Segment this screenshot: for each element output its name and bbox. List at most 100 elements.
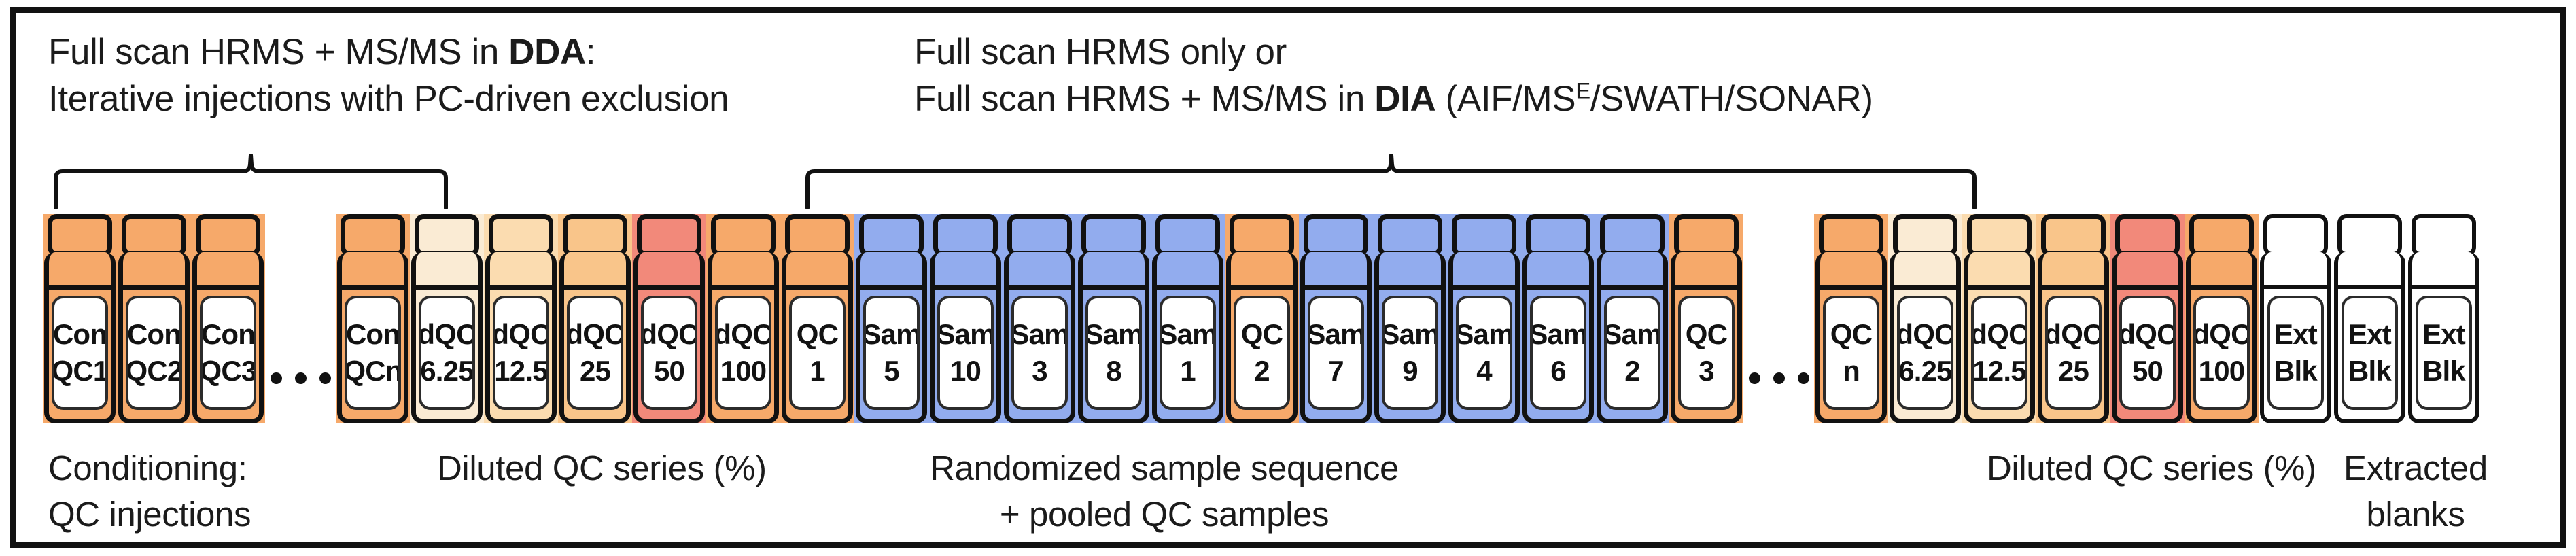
vial-label-line2: 50 [653,354,685,387]
caption-diluted-qc-left: Diluted QC series (%) [437,449,767,487]
vial-cap [933,214,998,256]
vial-label-line2: 25 [579,354,611,387]
vial-cap [489,214,553,256]
caption-extracted-blanks: Extracted blanks [2344,445,2488,538]
vial-cap [341,214,405,256]
vial-label-line1: Sam [1456,318,1512,351]
vial-label-line2: 100 [720,354,767,387]
vial-cap [1526,214,1590,256]
vial-label-line2: 6.25 [420,354,474,387]
vial-label-line1: dQC [2045,318,2102,351]
vial-cap [2412,214,2476,256]
caption-conditioning-line1: Conditioning: [48,449,247,487]
vial-label-line1: dQC [2119,318,2176,351]
caption-conditioning-line2: QC injections [48,494,251,534]
vial-label-line2: 12.5 [494,354,548,387]
vial-label-line2: Blk [2422,354,2466,387]
vial-label-line1: QC [1240,318,1283,351]
vial-cap [1452,214,1516,256]
vial-label-line1: Con [126,318,181,351]
vial-cap [48,214,112,256]
vial-cap [1378,214,1442,256]
sequence-ellipsis [265,214,336,423]
vial-label-line2: 7 [1328,354,1344,387]
vial-cap [1819,214,1883,256]
caption-dia-line2-post-b: /SWATH/SONAR) [1590,78,1873,119]
vial-label-line1: Sam [1382,318,1438,351]
vial-label-line1: dQC [1897,318,1953,351]
vial-label-line1: dQC [493,318,549,351]
vial-cap [1081,214,1146,256]
vial-label-line2: 1 [810,354,825,387]
vial-label-line1: Ext [2422,318,2466,351]
caption-randomized-line2: + pooled QC samples [999,494,1329,534]
vial-cap [415,214,479,256]
vial-label-line1: Ext [2348,318,2392,351]
sequence-ellipsis [1743,214,1814,423]
vial-cap [785,214,850,256]
caption-dia-line2: Full scan HRMS + MS/MS in DIA (AIF/MSE/S… [914,76,1873,123]
vial-cap [563,214,627,256]
caption-randomized-sequence: Randomized sample sequence + pooled QC s… [930,445,1399,538]
vial-label-line2: 25 [2057,354,2089,387]
vial-label-line2: QC1 [52,354,108,387]
vial-label-line1: dQC [567,318,623,351]
vial-cap [1600,214,1665,256]
vial-cap [859,214,924,256]
vial-label-line2: QC2 [126,354,182,387]
vial-label-line2: 2 [1254,354,1270,387]
vial-label-line1: dQC [419,318,475,351]
vial-label-line1: Ext [2274,318,2318,351]
vial-label-line1: dQC [715,318,771,351]
caption-dda-line1-post: : [585,32,596,72]
vial-cap [1304,214,1368,256]
vial-label-line1: Sam [1085,318,1142,351]
vial-label-line1: dQC [1971,318,2027,351]
vial-label-line1: Sam [1160,318,1216,351]
vial-label-line2: QCn [345,354,401,387]
